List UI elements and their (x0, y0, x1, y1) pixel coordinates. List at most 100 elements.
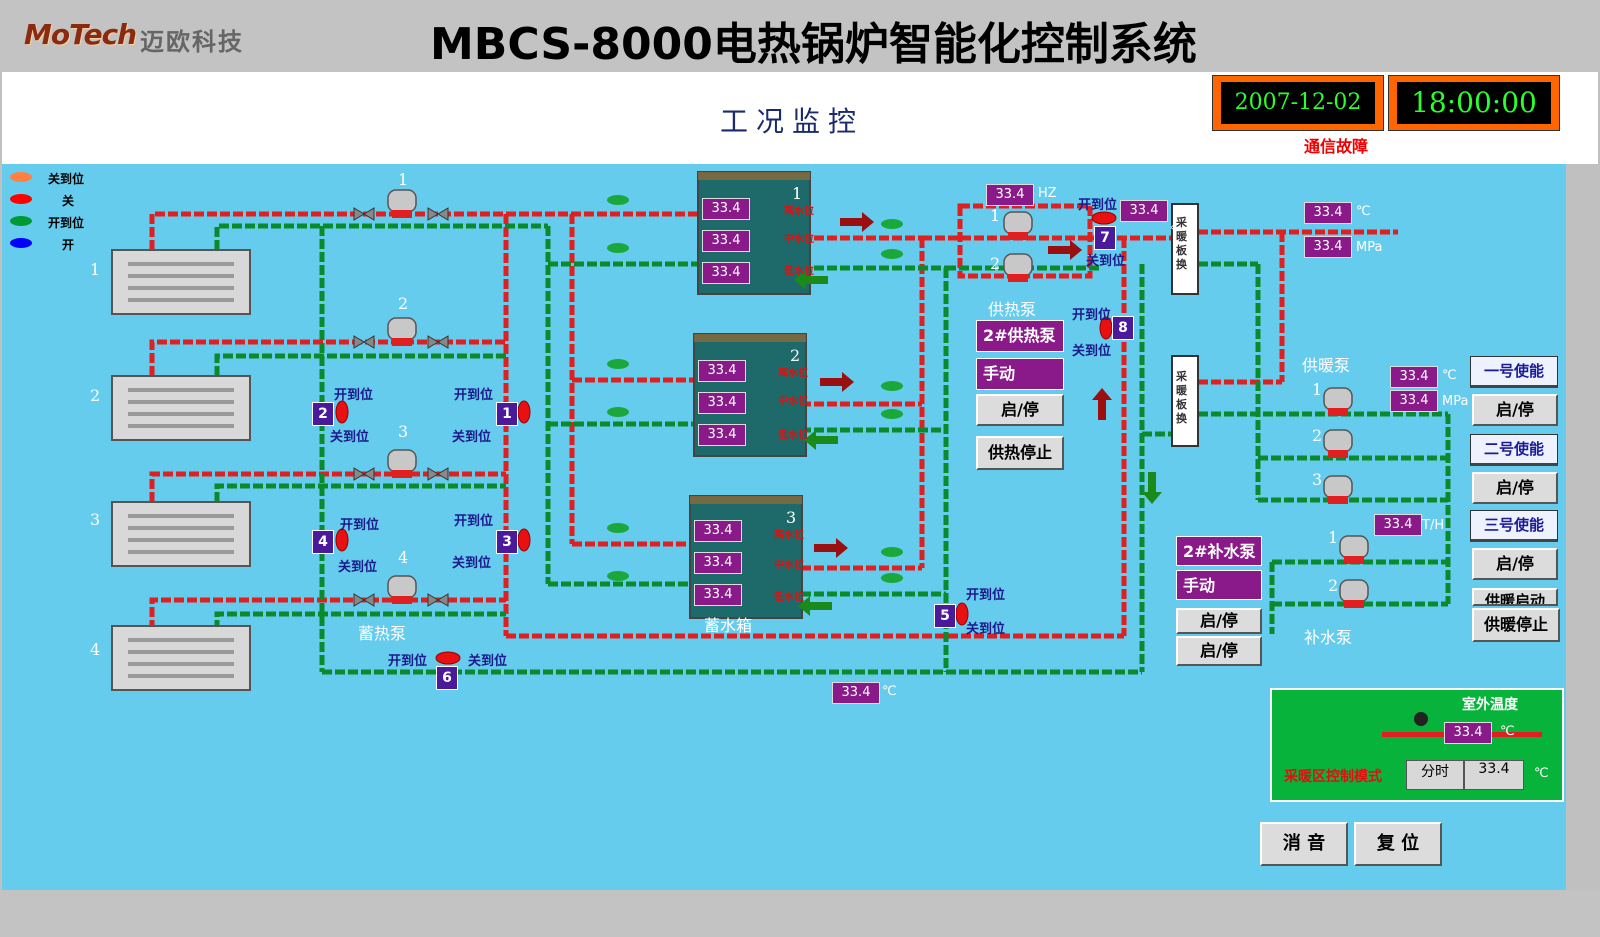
plate-exchanger-label: 采暖板换 (1176, 216, 1187, 271)
motor-valve-6[interactable]: 6 (436, 666, 458, 690)
time-text: 18:00:00 (1397, 82, 1551, 124)
control-mode-select[interactable]: 分时 (1406, 760, 1464, 790)
high-level-label: 高水位 (784, 206, 814, 217)
temp-unit: ℃ (1170, 224, 1185, 239)
reset-button[interactable]: 复 位 (1354, 822, 1442, 866)
valve-closed-label: 关到位 (1086, 254, 1126, 269)
tank-number: 1 (792, 184, 803, 203)
makeup-start-stop-button[interactable]: 启/停 (1176, 608, 1262, 634)
motor-valve-7[interactable]: 7 (1094, 226, 1116, 250)
heating-stop-button[interactable]: 供暖停止 (1472, 608, 1560, 642)
heating-start-button[interactable]: 供暖启动 (1472, 588, 1558, 606)
flow-value: 33.4 (1374, 514, 1422, 536)
makeup-pump-label: 补水泵 (1304, 628, 1353, 647)
flow-unit: T/H (1422, 518, 1445, 533)
outdoor-control-panel: 室外温度 33.4 ℃ 采暖区控制模式 分时 33.4 ℃ (1270, 688, 1564, 802)
supply-pump-label: 供热泵 (988, 300, 1037, 319)
valve-closed-label: 关到位 (1072, 344, 1112, 359)
high-level-label: 高水位 (778, 368, 808, 379)
valve-closed-label: 关到位 (468, 654, 508, 669)
boiler-number: 2 (90, 386, 101, 405)
tank-level-value: 33.4 (698, 424, 746, 446)
valve-closed-label: 关到位 (452, 430, 492, 445)
tank-level-value: 33.4 (702, 198, 750, 220)
time-display: 18:00:00 (1388, 75, 1560, 131)
pump-number: 1 (1312, 380, 1323, 399)
valve-closed-label: 关到位 (966, 622, 1006, 637)
plate-exchangers (1171, 203, 1199, 447)
makeup-mode-button[interactable]: 手动 (1176, 570, 1262, 600)
boiler-number: 4 (90, 640, 101, 659)
valve-actuators (335, 211, 1117, 665)
enable-1-button[interactable]: 一号使能 (1470, 356, 1558, 388)
heating-start-stop-3-button[interactable]: 启/停 (1472, 548, 1558, 580)
hand-valves (353, 207, 449, 607)
pump-number: 3 (1312, 470, 1323, 489)
supply-mode-button[interactable]: 手动 (976, 358, 1064, 390)
legend-label: 关到位 (48, 172, 85, 186)
heat-storage-pump-label: 蓄热泵 (358, 624, 407, 643)
hot-pipe (149, 597, 506, 630)
enable-2-button[interactable]: 二号使能 (1470, 434, 1558, 466)
company-logo: MoTech (24, 18, 137, 51)
motor-valve-5[interactable]: 5 (934, 604, 956, 628)
enable-3-button[interactable]: 三号使能 (1470, 510, 1558, 542)
valve-closed-label: 关到位 (338, 560, 378, 575)
hot-pipe (149, 211, 702, 250)
valve-open-label: 开到位 (966, 588, 1006, 603)
heating-start-stop-1-button[interactable]: 启/停 (1472, 394, 1558, 426)
boiler-number: 3 (90, 510, 101, 529)
mid-level-label: 中水位 (784, 234, 814, 245)
outdoor-temp-title: 室外温度 (1462, 697, 1518, 713)
bottom-bar (0, 890, 1600, 937)
motor-valve-1[interactable]: 1 (496, 402, 518, 426)
setpoint-input[interactable]: 33.4 (1464, 760, 1524, 790)
motor-valve-8[interactable]: 8 (1112, 316, 1134, 340)
temp-unit: ℃ (1356, 204, 1371, 219)
storage-tank-label: 蓄水箱 (704, 616, 753, 635)
legend-swatch-open-limit (10, 216, 32, 226)
valve-open-label: 开到位 (388, 654, 428, 669)
pump-number: 2 (990, 254, 1001, 273)
motor-valve-3[interactable]: 3 (496, 530, 518, 554)
pump-number: 1 (990, 206, 1001, 225)
valve-open-label: 开到位 (454, 514, 494, 529)
mute-button[interactable]: 消 音 (1260, 822, 1348, 866)
hz-unit: HZ (1038, 186, 1057, 201)
pump-number: 2 (1328, 576, 1339, 595)
pump-number: 1 (1328, 528, 1339, 547)
valve-open-label: 开到位 (1072, 308, 1112, 323)
hot-pipe (149, 471, 506, 502)
heating-temp-value: 33.4 (1390, 366, 1438, 388)
supply-start-stop-button[interactable]: 启/停 (976, 394, 1064, 426)
makeup-start-stop-button[interactable]: 启/停 (1176, 636, 1262, 666)
valve-open-label: 开到位 (454, 388, 494, 403)
heating-pressure-value: 33.4 (1390, 390, 1438, 412)
makeup-pump-2-button[interactable]: 2#补水泵 (1176, 536, 1262, 566)
low-level-label: 低水位 (778, 430, 808, 441)
pressure-unit: MPa (1442, 394, 1469, 409)
legend-label: 开到位 (48, 216, 85, 230)
temperature-sensor-icon (1414, 712, 1428, 726)
motor-valve-2[interactable]: 2 (312, 402, 334, 426)
low-level-label: 低水位 (784, 266, 814, 277)
valve-open-label: 开到位 (334, 388, 374, 403)
tank-level-value: 33.4 (698, 360, 746, 382)
control-mode-label: 采暖区控制模式 (1284, 769, 1382, 785)
tank-level-value: 33.4 (698, 392, 746, 414)
boiler-number: 1 (90, 260, 101, 279)
tank-number: 3 (786, 508, 797, 527)
title-bar (0, 0, 1600, 72)
supply-stop-button[interactable]: 供热停止 (976, 436, 1064, 470)
boiler-units (111, 249, 251, 691)
date-text: 2007-12-02 (1221, 82, 1375, 124)
mid-level-label: 中水位 (778, 396, 808, 407)
supply-pump-2-button[interactable]: 2#供热泵 (976, 320, 1064, 352)
valve-closed-label: 关到位 (330, 430, 370, 445)
legend-swatch-closed-limit (10, 172, 32, 182)
motor-valve-4[interactable]: 4 (312, 530, 334, 554)
outdoor-temp-value: 33.4 (1444, 722, 1492, 744)
tank-level-value: 33.4 (694, 520, 742, 542)
heating-start-stop-2-button[interactable]: 启/停 (1472, 472, 1558, 504)
temp-unit: ℃ (1500, 724, 1515, 739)
